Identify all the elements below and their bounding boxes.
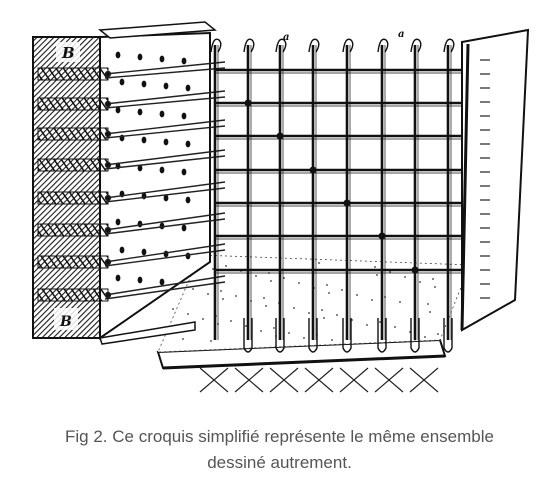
caption-line-2: dessiné autrement. [207,453,352,472]
wire-grid [213,45,462,340]
top-loops [210,38,455,53]
block-label-bottom: B [59,314,72,330]
caption-line-1: Fig 2. Ce croquis simplifié représente l… [65,427,494,446]
bottom-hooks [243,318,453,353]
block-label-top: B [61,44,75,62]
wire-label-a2: a [398,29,404,40]
ground-crosses [199,367,439,393]
engraving-illustration: B B a a [32,21,530,393]
perforated-plate [98,21,217,345]
wire-label-a1: a [283,32,289,43]
figure-caption: Fig 2. Ce croquis simplifié représente l… [20,424,539,476]
horizontal-rods [104,61,226,300]
right-end-plate [460,28,530,332]
